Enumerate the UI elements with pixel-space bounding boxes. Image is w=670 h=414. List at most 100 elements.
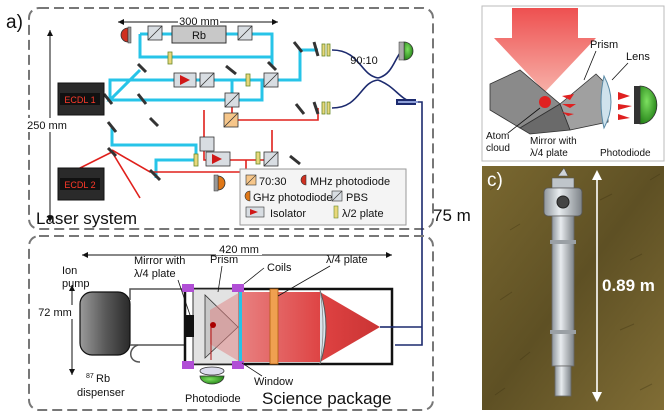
laser-width-dim: 300 mm bbox=[179, 16, 219, 28]
ghz-photodiode-icon bbox=[120, 27, 129, 43]
photodiode-green-base bbox=[398, 41, 405, 61]
mhz-photodiode-icon bbox=[217, 175, 226, 191]
length-arrow-bottom bbox=[592, 392, 602, 402]
dim-arrow-top bbox=[47, 30, 53, 36]
legend-label-isolator: Isolator bbox=[270, 208, 306, 220]
fiber-length: 75 m bbox=[433, 206, 471, 225]
panel-c-label: c) bbox=[487, 170, 503, 191]
ecdl1-label: ECDL 1 bbox=[64, 95, 95, 105]
dispenser-label-1: Rb bbox=[96, 373, 110, 385]
window-pane bbox=[239, 289, 242, 364]
sp-width-dim: 420 mm bbox=[219, 244, 259, 256]
panel-c-length: 0.89 m bbox=[602, 276, 655, 295]
legend-label-ghz: GHz photodiode bbox=[253, 192, 333, 204]
dim-label-bg bbox=[178, 14, 220, 28]
coils-label: Coils bbox=[267, 262, 292, 274]
coil-top-right bbox=[232, 284, 244, 292]
b-lens bbox=[600, 74, 612, 130]
bs-7030-cube bbox=[223, 112, 239, 128]
instrument-cap bbox=[551, 177, 575, 189]
vacuum-tube-upper bbox=[129, 288, 186, 336]
b-mirror-label-2: λ/4 plate bbox=[530, 148, 568, 159]
legend-label-half-plate: λ/2 plate bbox=[342, 208, 384, 220]
sp-dim-arrow-bottom bbox=[69, 369, 75, 375]
dispenser-label-2: dispenser bbox=[77, 387, 125, 399]
sp-dim-label-bg bbox=[216, 243, 262, 255]
b-prism-base bbox=[519, 103, 571, 135]
legend-bs-line bbox=[245, 174, 257, 186]
window-pointer bbox=[241, 362, 263, 377]
sp-dim-arrow-left bbox=[82, 252, 88, 258]
isolators bbox=[173, 72, 231, 167]
pbs-cubes bbox=[147, 25, 279, 167]
quarter-plate-label: λ/4 plate bbox=[326, 254, 368, 266]
dispenser-loop bbox=[130, 344, 141, 363]
b-atom-cloud-label-2: cloud bbox=[486, 143, 510, 154]
mirror-pointer bbox=[177, 279, 191, 316]
ion-pump bbox=[79, 291, 131, 356]
dim-arrow-right bbox=[272, 19, 278, 25]
legend-half-wave-plate-icon bbox=[333, 205, 339, 219]
legend-isolator-arrow bbox=[250, 209, 258, 215]
panel-a-label: a) bbox=[6, 12, 23, 33]
coil-bottom-right bbox=[232, 361, 244, 369]
beam-inner bbox=[210, 292, 240, 362]
b-lens-pointer bbox=[611, 62, 629, 81]
laser-system-title: Laser system bbox=[36, 209, 137, 228]
pd-lens bbox=[199, 366, 225, 376]
splitter-ratio: 90:10 bbox=[350, 55, 378, 67]
legend-label-pbs: PBS bbox=[346, 192, 368, 204]
dim-arrow-bottom bbox=[47, 216, 53, 222]
sp-dim-label-bg-v bbox=[36, 305, 78, 319]
half-wave-plates bbox=[167, 43, 331, 167]
legend-ghz-photodiode-icon bbox=[244, 190, 251, 202]
b-lens-label: Lens bbox=[626, 51, 650, 63]
b-atom-cloud bbox=[539, 96, 551, 108]
atom-cloud-dot bbox=[210, 322, 216, 328]
plate-pointer bbox=[277, 265, 331, 297]
b-prism-pointer bbox=[583, 50, 597, 81]
instrument-port bbox=[556, 195, 570, 209]
incoming-beam-arrow bbox=[494, 8, 596, 92]
mirrors bbox=[102, 41, 320, 182]
legend-pbs-line bbox=[331, 190, 343, 202]
mirror-label-2: λ/4 plate bbox=[134, 268, 176, 280]
quarter-wave-plate bbox=[269, 288, 279, 365]
b-photodiode-icon bbox=[639, 85, 658, 125]
coils-pointer bbox=[243, 267, 265, 285]
mirror-with-plate bbox=[186, 315, 194, 337]
window-label: Window bbox=[254, 376, 293, 388]
grass-texture bbox=[489, 173, 661, 396]
coil-top-left bbox=[182, 284, 194, 292]
b-fluorescence-arrows bbox=[562, 92, 632, 120]
ecdl1-display bbox=[60, 93, 100, 105]
laser-height-dim: 250 mm bbox=[27, 120, 67, 132]
dispenser-sup: 87 bbox=[86, 373, 94, 380]
rb-cell bbox=[171, 25, 227, 44]
b-atom-cloud-label-1: Atom bbox=[486, 131, 509, 142]
legend-label-mhz: MHz photodiode bbox=[310, 176, 390, 188]
mhz-pd-base bbox=[213, 174, 219, 192]
mirror-label-1: Mirror with bbox=[134, 255, 185, 267]
instrument-ring2 bbox=[550, 330, 576, 334]
b-mirror-label-1: Mirror with bbox=[530, 136, 577, 147]
instrument-bottom bbox=[554, 365, 572, 397]
b-prism-label: Prism bbox=[590, 39, 618, 51]
ion-pump-label: pump bbox=[62, 278, 90, 290]
photodiode-label: Photodiode bbox=[185, 393, 241, 405]
prism-label: Prism bbox=[210, 254, 238, 266]
instrument-tip bbox=[557, 167, 569, 177]
coil-bottom-left bbox=[182, 361, 194, 369]
ecdl2-display bbox=[60, 178, 100, 190]
science-package-title: Science package bbox=[262, 389, 391, 408]
b-photodiode-base bbox=[634, 86, 640, 124]
ion-pump-label-line1: Ion bbox=[62, 265, 77, 277]
photodiode-icon bbox=[199, 375, 225, 385]
sp-height-dim: 72 mm bbox=[38, 307, 72, 319]
prism-pointer bbox=[217, 265, 223, 293]
legend-box bbox=[239, 168, 407, 226]
ecdl2-label: ECDL 2 bbox=[64, 180, 95, 190]
b-atom-pointer bbox=[507, 107, 541, 134]
instrument-ring1 bbox=[550, 240, 576, 244]
